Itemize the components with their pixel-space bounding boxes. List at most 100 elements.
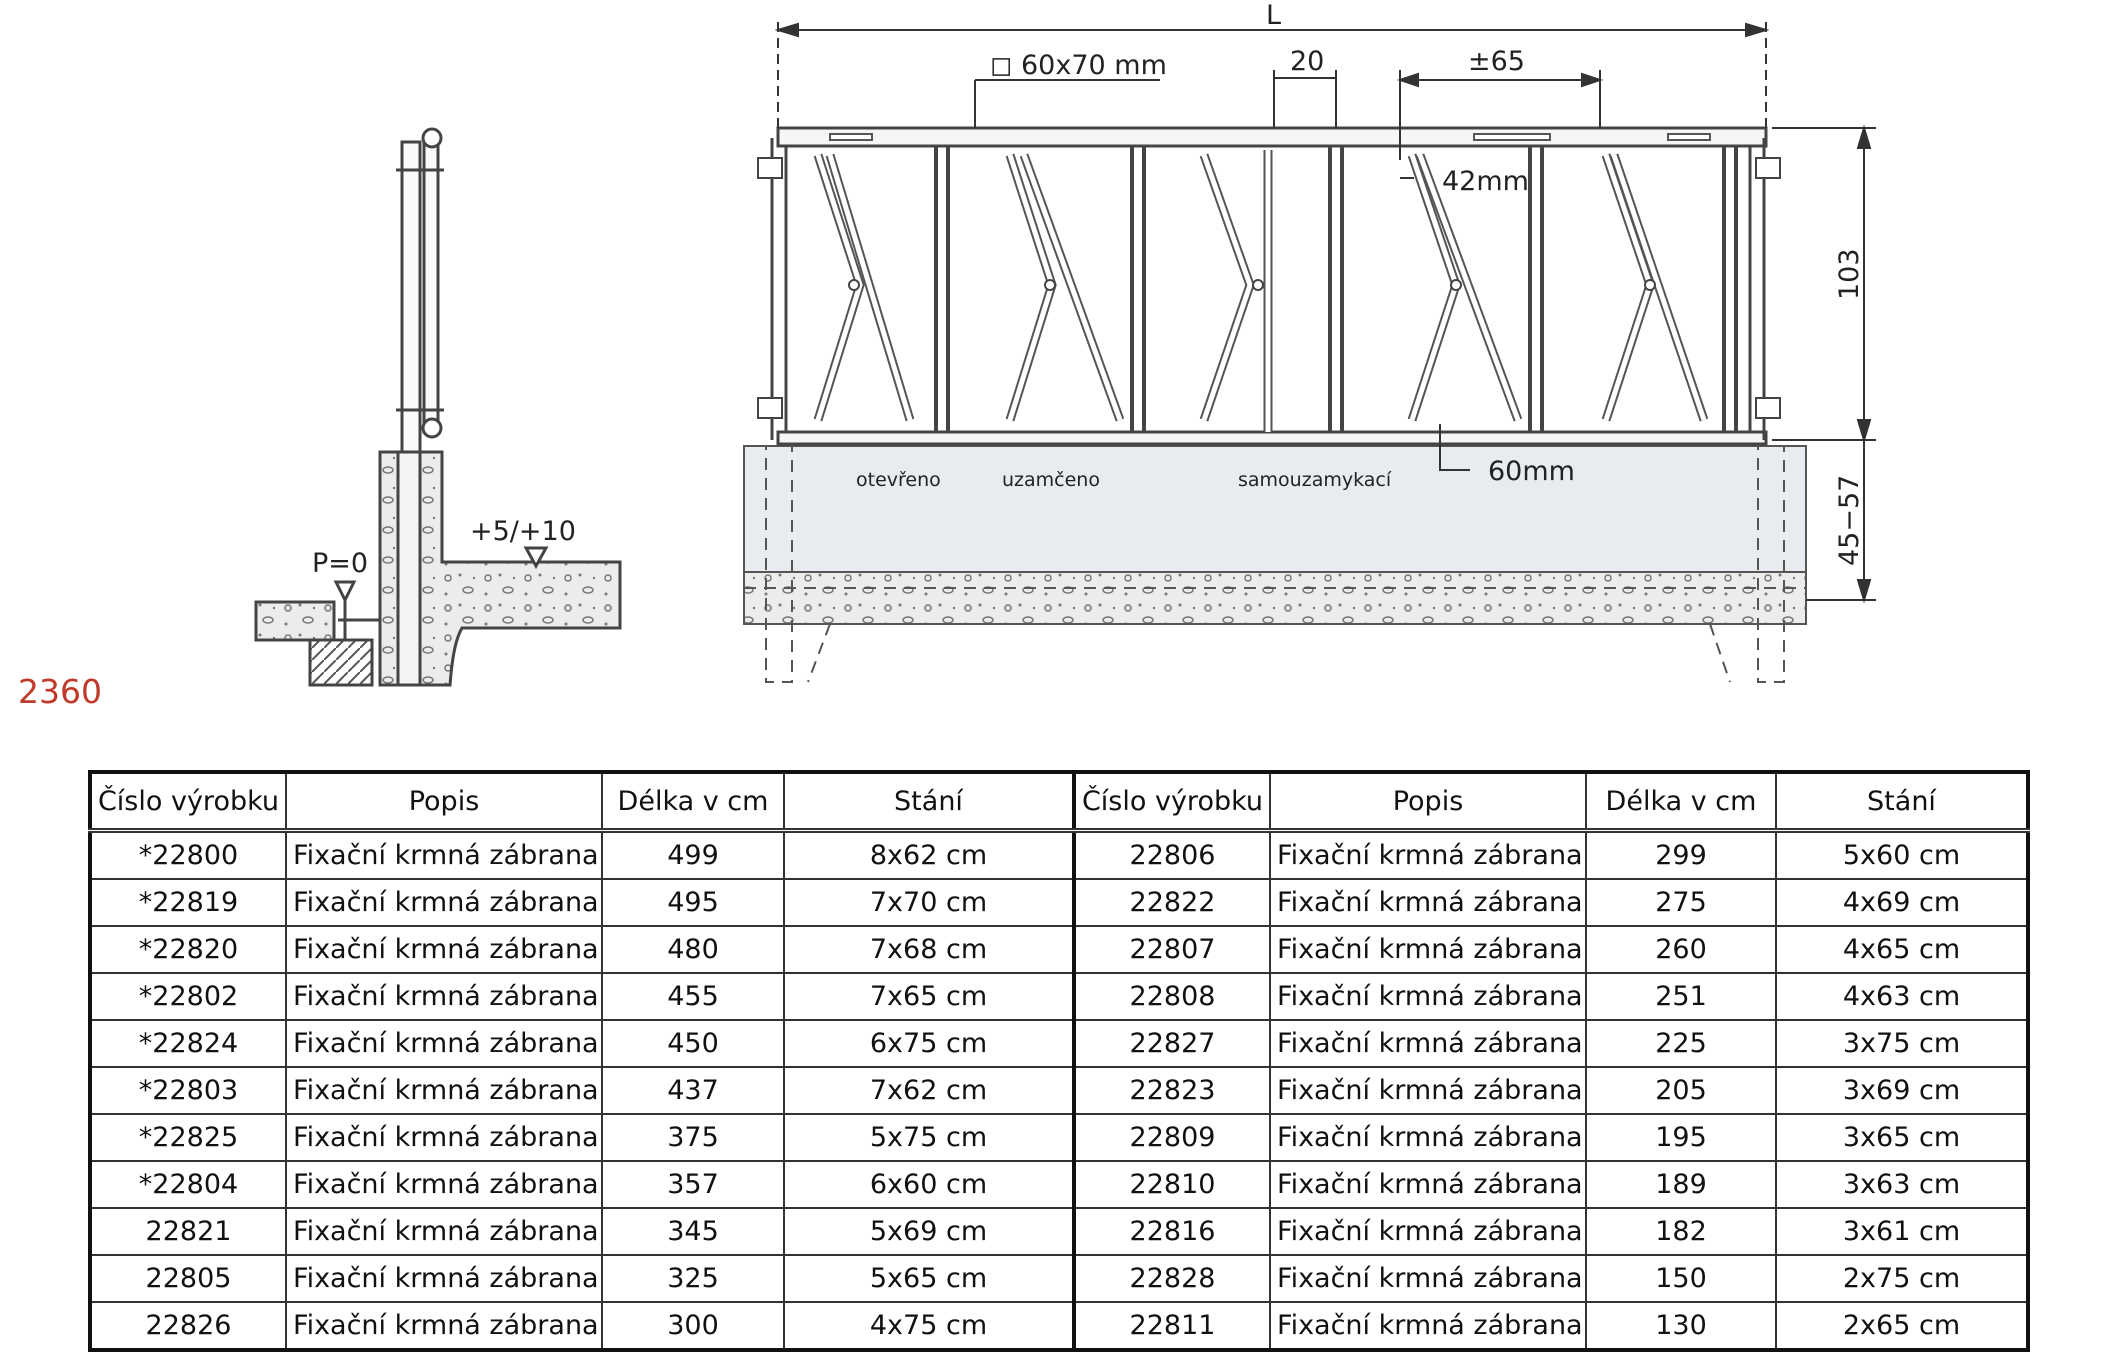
dim-height: 103 [1834, 248, 1865, 300]
table-cell: 300 [601, 1301, 785, 1351]
table-cell: Fixační krmná zábrana [1269, 1019, 1587, 1068]
table-cell: 3x61 cm [1775, 1207, 2029, 1256]
column-header: Délka v cm [1585, 771, 1777, 833]
table-cell: 189 [1585, 1160, 1777, 1209]
table-cell: *22820 [89, 925, 287, 974]
table-cell: Fixační krmná zábrana [1269, 925, 1587, 974]
table-cell: *22800 [89, 829, 287, 880]
table-cell: 3x75 cm [1775, 1019, 2029, 1068]
table-cell: *22802 [89, 972, 287, 1021]
table-cell: Fixační krmná zábrana [1269, 1160, 1587, 1209]
table-cell: 7x65 cm [783, 972, 1075, 1021]
table-cell: 3x65 cm [1775, 1113, 2029, 1162]
table-cell: Fixační krmná zábrana [285, 1160, 603, 1209]
table-cell: *22803 [89, 1066, 287, 1115]
table-cell: 22821 [89, 1207, 287, 1256]
table-cell: 2x65 cm [1775, 1301, 2029, 1351]
table-cell: 22822 [1072, 878, 1271, 927]
side-view [254, 127, 622, 687]
table-cell: 345 [601, 1207, 785, 1256]
dim-length: L [1266, 0, 1281, 31]
label-open: otevřeno [856, 469, 941, 491]
table-cell: 4x63 cm [1775, 972, 2029, 1021]
table-cell: 22805 [89, 1254, 287, 1303]
table-cell: *22825 [89, 1113, 287, 1162]
table-cell: Fixační krmná zábrana [1269, 1254, 1587, 1303]
table-cell: 22811 [1072, 1301, 1271, 1351]
table-cell: 495 [601, 878, 785, 927]
table-cell: 22827 [1072, 1019, 1271, 1068]
table-cell: 22828 [1072, 1254, 1271, 1303]
table-cell: Fixační krmná zábrana [1269, 1113, 1587, 1162]
table-cell: 22810 [1072, 1160, 1271, 1209]
table-cell: *22824 [89, 1019, 287, 1068]
column-header: Popis [1269, 771, 1587, 833]
level-offset-label: +5/+10 [470, 516, 576, 547]
column-header: Délka v cm [601, 771, 785, 833]
column-header: Stání [783, 771, 1075, 833]
table-cell: Fixační krmná zábrana [285, 1254, 603, 1303]
dim-rod: 42mm [1442, 166, 1529, 197]
table-cell: 22808 [1072, 972, 1271, 1021]
table-cell: 22806 [1072, 829, 1271, 880]
table-cell: Fixační krmná zábrana [285, 1019, 603, 1068]
page-code: 2360 [18, 672, 102, 711]
table-cell: 7x68 cm [783, 925, 1075, 974]
table-cell: 195 [1585, 1113, 1777, 1162]
concrete-slab [743, 571, 1807, 625]
table-cell: 5x65 cm [783, 1254, 1075, 1303]
column-header: Stání [1775, 771, 2029, 833]
table-cell: *22819 [89, 878, 287, 927]
table-cell: 205 [1585, 1066, 1777, 1115]
table-cell: 150 [1585, 1254, 1777, 1303]
table-cell: 375 [601, 1113, 785, 1162]
table-cell: Fixační krmná zábrana [285, 1066, 603, 1115]
column-header: Číslo výrobku [89, 771, 287, 833]
front-view: L ◻ 60x70 mm 20 ±65 42mm 60mm 103 45−57 … [743, 0, 1876, 683]
dim-tube: ◻ 60x70 mm [990, 50, 1167, 81]
table-cell: 4x75 cm [783, 1301, 1075, 1351]
table-cell: 275 [1585, 878, 1777, 927]
dim-gap: 20 [1290, 46, 1324, 77]
table-cell: 7x62 cm [783, 1066, 1075, 1115]
table-cell: Fixační krmná zábrana [285, 1301, 603, 1351]
table-cell: Fixační krmná zábrana [285, 972, 603, 1021]
column-header: Číslo výrobku [1072, 771, 1271, 833]
table-cell: Fixační krmná zábrana [1269, 1066, 1587, 1115]
table-cell: Fixační krmná zábrana [1269, 972, 1587, 1021]
table-cell: 3x69 cm [1775, 1066, 2029, 1115]
table-cell: 357 [601, 1160, 785, 1209]
table-cell: 251 [1585, 972, 1777, 1021]
table-cell: 225 [1585, 1019, 1777, 1068]
table-cell: 5x69 cm [783, 1207, 1075, 1256]
feeding-area [743, 445, 1807, 573]
table-cell: 3x63 cm [1775, 1160, 2029, 1209]
table-cell: 22816 [1072, 1207, 1271, 1256]
table-cell: Fixační krmná zábrana [285, 878, 603, 927]
table-cell: 437 [601, 1066, 785, 1115]
table-cell: 6x75 cm [783, 1019, 1075, 1068]
table-cell: 130 [1585, 1301, 1777, 1351]
table-cell: Fixační krmná zábrana [285, 925, 603, 974]
table-cell: 22823 [1072, 1066, 1271, 1115]
table-cell: 455 [601, 972, 785, 1021]
table-cell: 499 [601, 829, 785, 880]
dim-bottom: 60mm [1488, 456, 1575, 487]
table-cell: 22807 [1072, 925, 1271, 974]
table-cell: Fixační krmná zábrana [285, 1207, 603, 1256]
table-cell: Fixační krmná zábrana [285, 829, 603, 880]
table-cell: Fixační krmná zábrana [1269, 1301, 1587, 1351]
table-cell: 4x65 cm [1775, 925, 2029, 974]
table-cell: 480 [601, 925, 785, 974]
